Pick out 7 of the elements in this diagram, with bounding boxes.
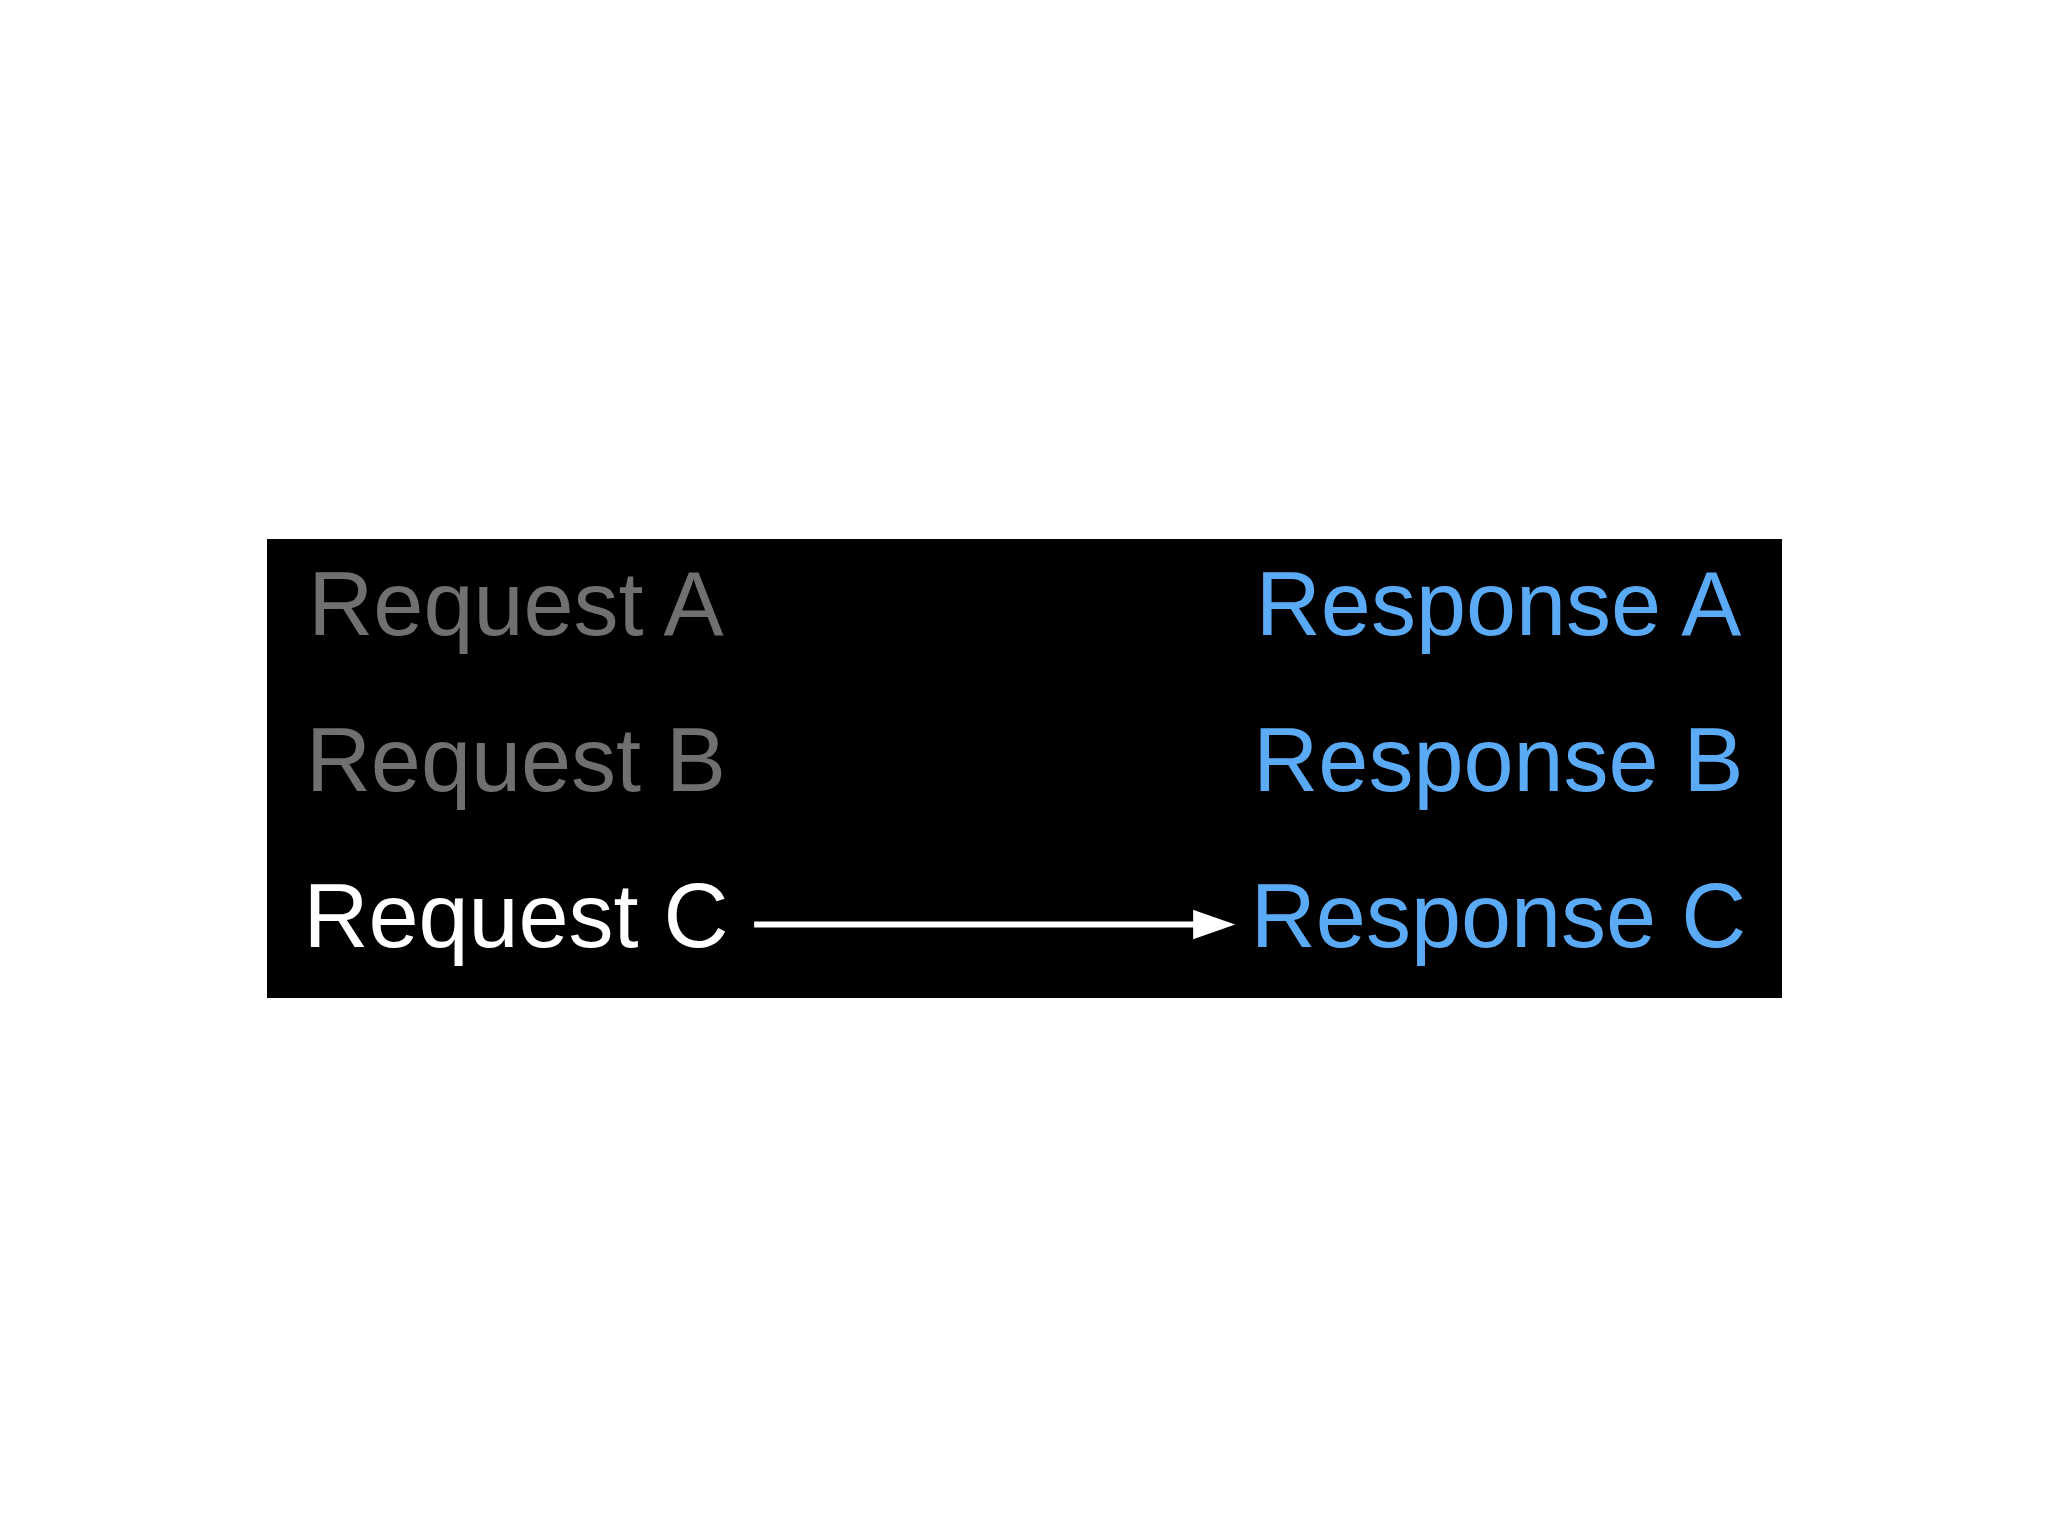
node-text: Request A — [307, 553, 724, 654]
node-text: Request B — [305, 709, 726, 810]
node-text: Response C — [1250, 865, 1746, 966]
node-text: Response A — [1255, 553, 1741, 654]
node-text: Request C — [302, 865, 729, 966]
node-text: Response B — [1252, 709, 1744, 810]
arrow — [753, 909, 1235, 939]
